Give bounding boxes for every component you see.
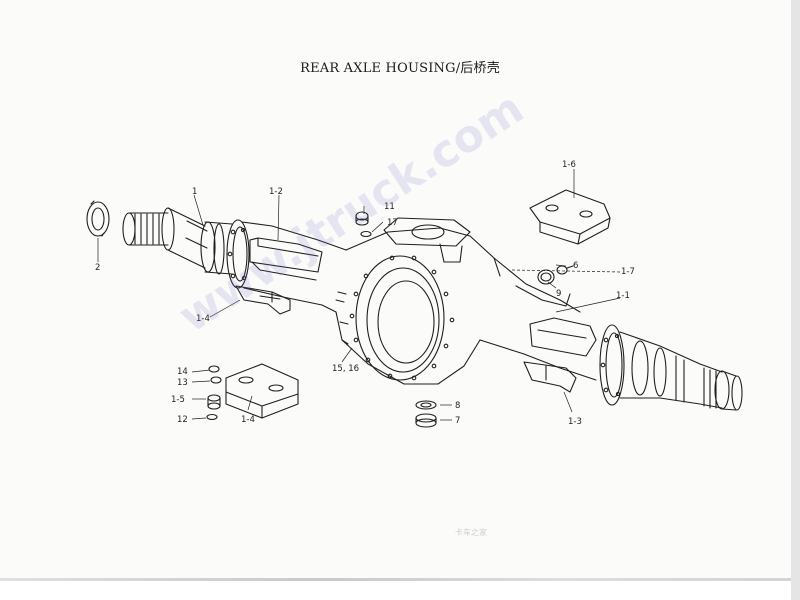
- label-6: 6: [573, 261, 578, 271]
- label-1: 1: [192, 187, 197, 197]
- label-1-6: 1-6: [562, 160, 576, 170]
- label-1-5: 1-5: [171, 395, 185, 405]
- right-spindle: [619, 331, 743, 411]
- housing-right-arm: [479, 257, 597, 393]
- left-spindle: [122, 207, 233, 275]
- label-12: 12: [177, 415, 188, 425]
- label-1-1: 1-1: [616, 291, 630, 301]
- faint-footer-mark: 卡车之家: [455, 528, 487, 537]
- label-1-4-lower: 1-4: [241, 415, 255, 425]
- label-1-7: 1-7: [621, 267, 635, 277]
- housing-left-arm: [235, 221, 347, 315]
- left-flange: [226, 219, 250, 289]
- seal-parts-6-9: [537, 265, 574, 285]
- label-11: 11: [384, 202, 395, 212]
- label-7: 7: [455, 416, 460, 426]
- housing-center: [335, 217, 501, 385]
- label-1-3: 1-3: [568, 417, 582, 427]
- plug-part-11: [355, 211, 372, 238]
- label-1-4-upper: 1-4: [196, 314, 210, 324]
- label-2: 2: [95, 263, 100, 273]
- label-1-2: 1-2: [269, 187, 283, 197]
- label-15-16: 15, 16: [332, 364, 359, 374]
- drain-plug-7-8: [415, 400, 437, 428]
- plate-part-1-4: [225, 363, 299, 419]
- label-13: 13: [177, 378, 188, 388]
- leader-lines: [97, 169, 621, 421]
- drawing-title: REAR AXLE HOUSING/后桥壳: [300, 61, 500, 76]
- plate-part-1-6: [529, 189, 611, 245]
- lock-ring-part: [86, 200, 110, 237]
- label-17: 17: [387, 218, 398, 228]
- right-flange: [599, 324, 625, 406]
- label-9: 9: [556, 289, 561, 299]
- scan-bottom-margin: [0, 581, 800, 600]
- label-8: 8: [455, 401, 460, 411]
- hardware-stack-12-14: [206, 365, 222, 421]
- scan-edge-line: [0, 578, 800, 581]
- label-14: 14: [177, 367, 188, 377]
- scan-right-edge: [791, 0, 800, 600]
- part-labels: 1 1-2 2 1-4 11 17 1-6 6 9 1-7 1-1 15, 16…: [95, 160, 635, 427]
